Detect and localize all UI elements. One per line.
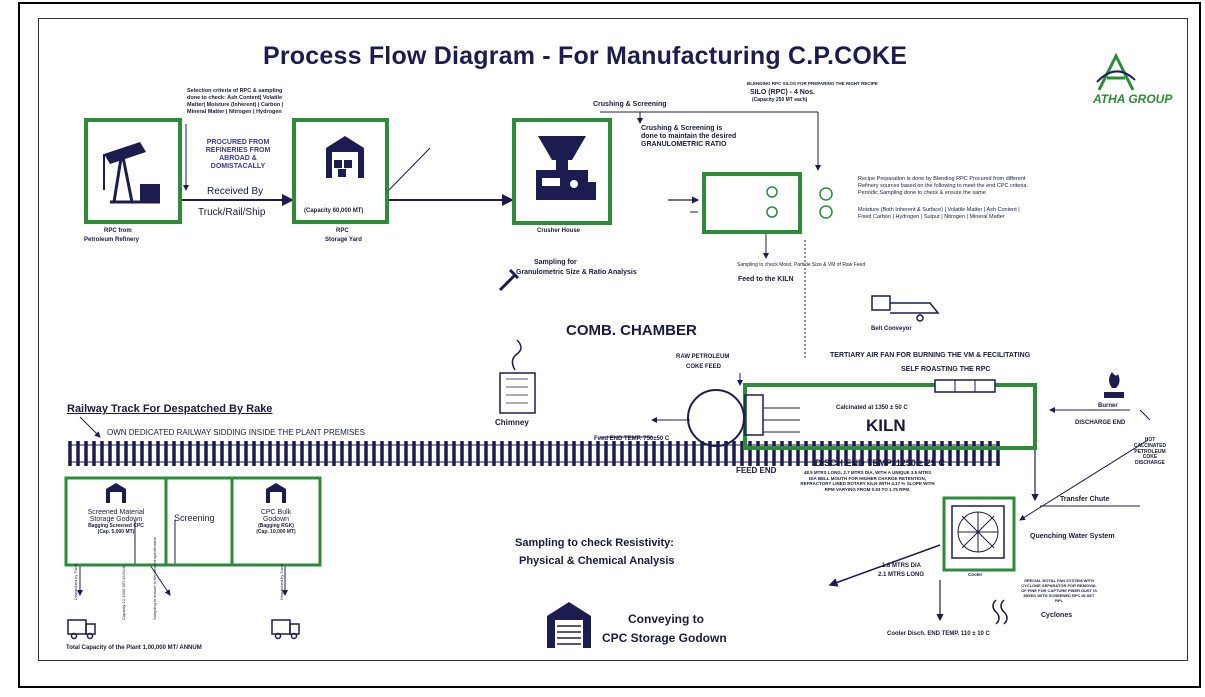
sampling-resistivity-1: Sampling to check Resistivity: [515,537,674,549]
outer-frame [18,2,1201,688]
sampling-raw-feed: Sampling to check Moist, Particle Size &… [737,262,866,268]
sampling-granulometric-1: Sampling for [534,259,577,266]
sampling-dispatch: Sampling to ensure to the desired specif… [152,537,157,620]
raw-feed-1: RAW PETROLEUM [676,354,730,360]
crusher-house-box [512,118,612,225]
sampling-resistivity-2: Physical & Chemical Analysis [519,555,675,567]
comb-chamber-label: COMB. CHAMBER [566,322,697,339]
conveying-2: CPC Storage Godown [602,631,727,645]
warehouse-icon [545,600,593,655]
crushing-screening-label: Crushing & Screening [593,101,667,108]
refinery-label-1: RPC from [104,228,132,234]
storage-yard-box: (Capacity 60,000 MT) [292,118,389,224]
storage-label-2: Storage Yard [325,237,362,243]
feed-end-label: FEED END [736,466,777,475]
received-by: Received By [207,186,264,197]
logo-icon [1095,52,1137,97]
recipe-parameters: Moisture (Both Inherent & Surface) | Vol… [858,207,1020,220]
sampling-granulometric-2: Granulometric Size & Ratio Analysis [516,269,637,276]
dispatch-truck-2: Dispatched by Truck [279,563,284,600]
cooler-discharge-temp: Cooler Disch. END TEMP. 110 ± 10 C [887,631,990,637]
cooler-dia: 1.8 MTRS DIA [882,563,922,569]
discharge-end-label: DISCHARGE END [1075,420,1126,426]
burner-label: Burner [1098,403,1118,409]
silo-title: SILO (RPC) - 4 Nos. [750,89,815,96]
page-title: Process Flow Diagram - For Manufacturing… [263,42,908,70]
silo-heading: BLENDING RPC SILOS FOR PREPARING THE RIG… [747,81,878,86]
storage-capacity: (Capacity 60,000 MT) [304,208,364,214]
storage-label-1: RPC [336,228,349,234]
logo-text: ATHA GROUP [1093,92,1173,106]
diagram-border [38,18,1188,661]
cyclones-label: Cyclones [1041,612,1073,619]
calcinated-temp: Calcinated at 1350 ± 50 C [836,405,908,411]
railway-title: Railway Track For Despatched By Rake [67,403,273,415]
cpc-bulk-godown: CPC Bulk Godown (Bagging RGK) (Cap. 10,0… [232,482,320,535]
quenching-system: Quenching Water System [1030,533,1115,540]
capacity-annum: Capacity 12-1000 MT/ ANNUM [121,565,126,620]
railway-track [68,441,1000,466]
warehouse-icon [105,482,127,509]
refinery-box [84,118,182,224]
warehouse-icon [265,482,287,509]
feed-end-temp: Feed END TEMP. 750±50 C [594,436,670,442]
belt-conveyor-label: Belt Conveyor [871,326,912,332]
recipe-note: Recipe Preparation is done by Blending R… [858,176,1028,196]
disch-end-temp: DISCH END TEMP. 1250 ± 25 C [815,458,945,468]
refinery-label-2: Petroleum Refinery [84,237,140,243]
tertiary-fan-2: SELF ROASTING THE RPC [901,366,991,373]
railway-subtitle: OWN DEDICATED RAILWAY SIDDING INSIDE THE… [107,428,365,437]
kiln-spec-note: 48.5 MTRS LONG, 2.7 MTRS DIA, WITH A UNI… [800,470,935,492]
transport-mode: Truck/Rail/Ship [198,207,266,218]
truck-icon [272,620,300,638]
silo-capacity: (Capacity 250 MT each) [752,97,808,103]
screened-godown: Screened Material Storage Godown Bagging… [66,482,166,535]
crusher-icon [530,132,598,217]
screening-label: Screening [174,513,215,523]
kiln-label: KILN [866,416,906,435]
raw-feed-2: COKE FEED [686,364,722,370]
total-capacity: Total Capacity of the Plant 1,00,000 MT/… [66,645,202,651]
dispatch-truck-1: Dispatched by Truck [73,563,78,600]
selection-criteria-note: Selection criteria of RPC & sampling don… [187,88,284,115]
chimney-label: Chimney [495,418,529,427]
transfer-chute: Transfer Chute [1060,496,1110,503]
warehouse-icon [324,134,366,185]
tertiary-fan-1: TERTIARY AIR FAN FOR BURNING THE VM & FE… [830,352,1031,359]
cooler-label: Cooler [968,572,983,577]
crusher-label: Crusher House [537,228,581,234]
conveying-1: Conveying to [628,612,705,626]
oil-pump-icon [100,136,168,211]
truck-icon [68,620,96,638]
cyclone-note: SPECIAL ROTAL FAN SYSTEM WITH CYCLONE SE… [1021,578,1097,603]
feed-to-kiln: Feed to the KILN [738,276,794,283]
cooler-length: 2.1 MTRS LONG [878,572,925,578]
